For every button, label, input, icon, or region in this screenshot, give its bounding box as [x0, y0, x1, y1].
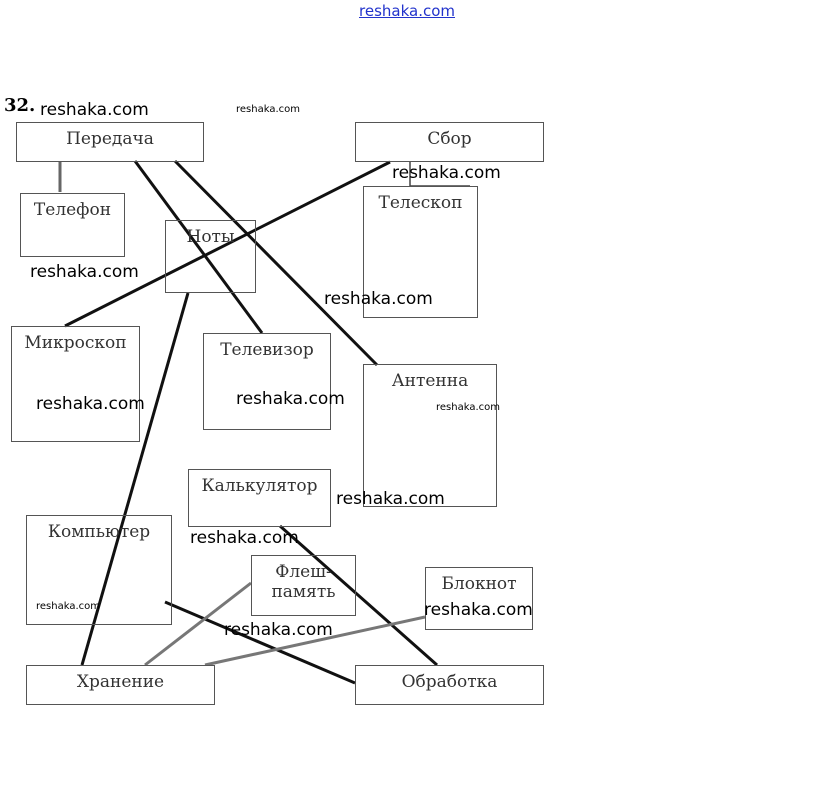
watermark: reshaka.com [436, 402, 500, 413]
watermark: reshaka.com [36, 601, 100, 612]
node-bloknot: Блокнот [425, 567, 533, 630]
edge-noty-hranenie [80, 292, 190, 666]
watermark: reshaka.com [392, 163, 501, 183]
edge-peredacha-televizor [133, 160, 264, 334]
watermark: reshaka.com [224, 620, 333, 640]
node-noty: Ноты [165, 220, 256, 293]
edge-sbor-mikroskop [64, 160, 391, 328]
watermark: reshaka.com [36, 394, 145, 414]
watermark: reshaka.com [236, 104, 300, 115]
node-antenna: Антенна [363, 364, 497, 507]
node-kompyuter: Компьютер [26, 515, 172, 625]
node-sbor: Сбор [355, 122, 544, 162]
node-teleskop: Телескоп [363, 186, 478, 318]
watermark: reshaka.com [190, 528, 299, 548]
watermark: reshaka.com [40, 100, 149, 120]
node-peredacha: Передача [16, 122, 204, 162]
node-flesh-pamyat: Флеш- память [251, 555, 356, 616]
edge-peredacha-antenna [173, 159, 379, 367]
edge-kompyuter-obrabotka [164, 600, 356, 685]
watermark: reshaka.com [424, 600, 533, 620]
watermark: reshaka.com [324, 289, 433, 309]
node-televizor: Телевизор [203, 333, 331, 430]
node-telefon: Телефон [20, 193, 125, 257]
problem-number: 32. [4, 95, 36, 116]
edge-flesh-hranenie [144, 581, 252, 667]
watermark: reshaka.com [236, 389, 345, 409]
node-kalkulyator: Калькулятор [188, 469, 331, 527]
header-link[interactable]: reshaka.com [359, 2, 455, 20]
node-hranenie: Хранение [26, 665, 215, 705]
node-mikroskop: Микроскоп [11, 326, 140, 442]
node-obrabotka: Обработка [355, 665, 544, 705]
watermark: reshaka.com [336, 489, 445, 509]
edge-kalkulyator-obrabotka [279, 524, 438, 667]
edge-bloknot-hranenie [204, 615, 426, 667]
watermark: reshaka.com [30, 262, 139, 282]
